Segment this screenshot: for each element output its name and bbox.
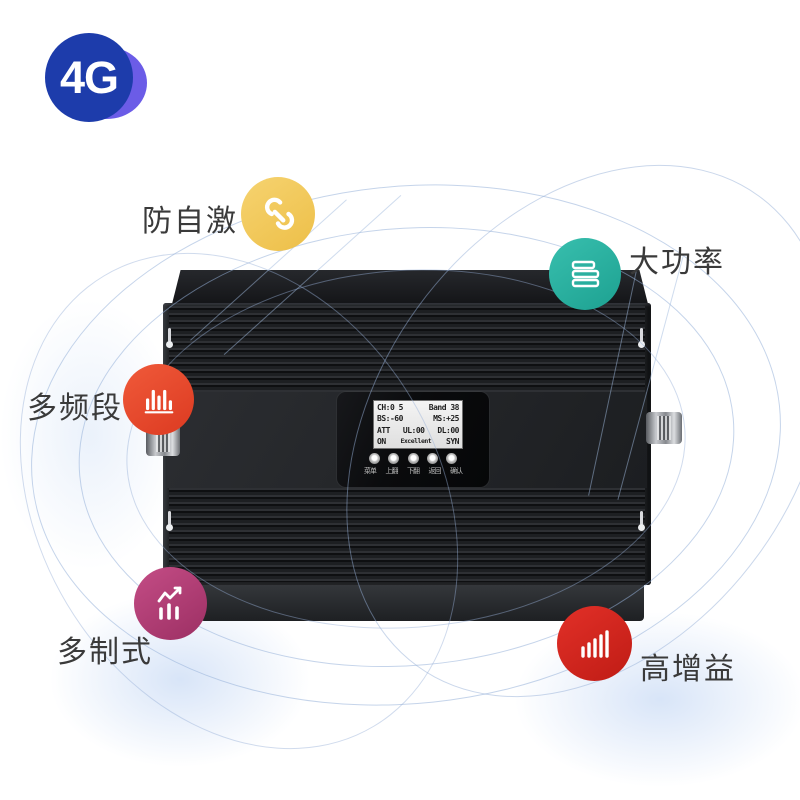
menu-button-label: 菜单 <box>364 468 377 475</box>
mounting-keyhole <box>165 511 173 533</box>
control-panel: CH:0 5 Band 38 BS:-60 MS:+25 ATT UL:00 D… <box>337 392 489 487</box>
lcd-row: BS:-60 MS:+25 <box>377 414 459 423</box>
high-power-feature <box>549 238 621 310</box>
page-up-button-label: 上翻 <box>385 468 399 475</box>
high-gain-feature <box>557 606 632 681</box>
feature-label-multi-mode: 多制式 <box>57 636 153 669</box>
trend-chart-icon <box>157 586 181 620</box>
anti-oscillation-feature <box>241 177 315 251</box>
4g-badge-circle: 4G <box>45 33 133 122</box>
page-down-button-label: 下翻 <box>407 468 420 475</box>
lcd-att-label: ATT <box>377 425 390 435</box>
confirm-button-label: 确认 <box>450 468 463 475</box>
page-down-button <box>407 453 419 464</box>
lcd-on-status: ON <box>377 436 386 446</box>
mounting-keyhole <box>165 328 173 350</box>
4g-badge-text: 4G <box>59 51 119 103</box>
menu-button <box>369 453 380 464</box>
back-button <box>426 453 438 464</box>
feature-label-high-gain: 高增益 <box>640 653 736 686</box>
signal-bars-icon <box>580 629 609 658</box>
feature-label-multi-band: 多频段 <box>27 392 123 425</box>
mounting-keyhole <box>637 328 645 350</box>
lcd-row: ON Excellent SYN <box>377 437 459 446</box>
lcd-row: ATT UL:00 DL:00 <box>377 426 459 435</box>
page-up-button <box>388 453 400 464</box>
lcd-dl-value: DL:00 <box>437 425 459 435</box>
4g-badge: 4G <box>45 33 155 133</box>
bar-chart-icon <box>144 389 173 413</box>
lcd-channel-value: CH:0 5 <box>377 403 403 412</box>
confirm-button <box>446 453 457 464</box>
heatsink-fins-top <box>169 306 645 392</box>
lcd-display: CH:0 5 Band 38 BS:-60 MS:+25 ATT UL:00 D… <box>373 400 463 449</box>
lcd-ms-value: MS:+25 <box>433 414 459 424</box>
device-button-labels: 菜单 上翻 下翻 返回 确认 <box>361 467 465 476</box>
device-button-row <box>369 453 457 464</box>
back-button-label: 返回 <box>428 468 442 475</box>
lcd-bs-value: BS:-60 <box>377 414 403 424</box>
lcd-ul-value: UL:00 <box>402 425 425 435</box>
lcd-syn-status: SYN <box>446 436 459 446</box>
heatsink-fins-bottom <box>169 488 645 582</box>
mounting-keyhole <box>637 511 645 533</box>
multi-band-feature <box>123 364 194 435</box>
feature-label-high-power: 大功率 <box>629 246 725 279</box>
lcd-band-value: Band 38 <box>428 403 460 412</box>
lcd-signal-quality: Excellent <box>400 436 432 445</box>
lcd-row: CH:0 5 Band 38 <box>377 403 460 412</box>
power-bars-icon <box>571 260 600 288</box>
wrench-icon <box>264 197 295 230</box>
antenna-connector-right <box>646 412 682 444</box>
feature-label-anti-oscillation: 防自激 <box>142 205 238 238</box>
